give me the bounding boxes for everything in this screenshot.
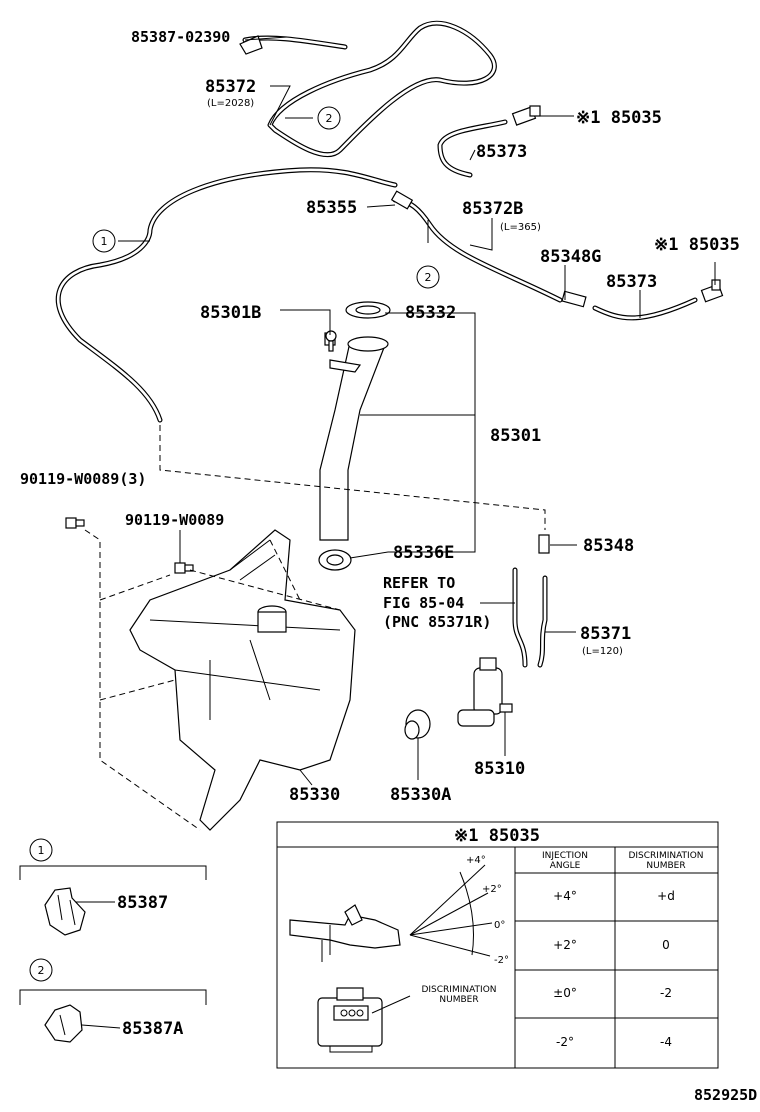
figure-code: 852925D: [694, 1086, 757, 1104]
callout-1-upper-label: 1: [101, 235, 108, 248]
grommet-85330A: [404, 709, 431, 740]
label-refer-line2: FIG 85-04: [383, 594, 464, 612]
detail-1: 1 85387: [19, 838, 207, 936]
grommet-85336E: [318, 549, 352, 571]
hose-joint-85355: [390, 190, 414, 210]
label-85348: 85348: [583, 536, 634, 556]
label-85330: 85330: [289, 785, 340, 805]
washer-nozzle-right: [700, 279, 724, 303]
washer-pump-85310: [457, 657, 513, 727]
label-85332: 85332: [405, 303, 456, 323]
label-85035-top: ※1 85035: [576, 108, 662, 128]
label-85373-top: 85373: [476, 142, 527, 162]
label-85373-right: 85373: [606, 272, 657, 292]
label-90119-W0089: 90119-W0089: [125, 511, 224, 529]
table-cell-angle: -2°: [556, 1035, 574, 1049]
nozzle-drawing: [289, 904, 401, 962]
label-85387A: 85387A: [122, 1019, 183, 1039]
nozzle-detail-box: ※1 85035 INJECTION ANGLE DISCRIMINATION …: [276, 821, 719, 1069]
callout-2-lower: 2: [416, 265, 440, 289]
table-cell-angle: +2°: [553, 938, 577, 952]
label-90119-W0089-3: 90119-W0089(3): [20, 470, 146, 488]
label-85371-length: (L=120): [582, 646, 623, 657]
label-85387-02390: 85387-02390: [131, 28, 230, 46]
angle-label-minus2: -2°: [494, 955, 509, 966]
label-85301: 85301: [490, 426, 541, 446]
label-85310: 85310: [474, 759, 525, 779]
label-85301B: 85301B: [200, 303, 261, 323]
detail-2-number: 2: [38, 964, 45, 977]
table-cell-number: -4: [660, 1035, 672, 1049]
detail-2: 2 85387A: [19, 958, 207, 1043]
table-header-angle-2: ANGLE: [550, 861, 581, 871]
label-85372: 85372: [205, 77, 256, 97]
table-cell-number: 0: [662, 938, 670, 952]
check-valve-85348G: [561, 290, 587, 308]
table-cell-number: +d: [657, 889, 675, 903]
washer-tank-85330: [129, 529, 356, 831]
connector-drawing: [317, 987, 383, 1053]
table-header-disc-2: NUMBER: [646, 861, 685, 871]
connector-label-2: NUMBER: [439, 995, 478, 1005]
label-refer-line1: REFER TO: [383, 574, 455, 592]
label-85330A: 85330A: [390, 785, 451, 805]
angle-label-plus2: +2°: [482, 884, 502, 895]
callout-2-upper: 2: [317, 106, 341, 130]
label-85372B: 85372B: [462, 199, 523, 219]
table-cell-angle: +4°: [553, 889, 577, 903]
spray-angle-rays: [409, 864, 493, 957]
bolt-90119-W0089: [174, 562, 194, 574]
label-85387: 85387: [117, 893, 168, 913]
angle-label-zero: 0°: [494, 920, 505, 931]
clamp-85387-02390: [239, 35, 263, 55]
table-header-disc-1: DISCRIMINATION: [628, 851, 703, 861]
label-85355: 85355: [306, 198, 357, 218]
callout-1-upper: 1: [92, 229, 116, 253]
washer-nozzle-top: [511, 105, 541, 126]
detail-1-number: 1: [38, 844, 45, 857]
clip-85301B: [325, 330, 337, 352]
check-valve-85348: [538, 534, 550, 554]
label-85372B-length: (L=365): [500, 222, 541, 233]
connector-label-1: DISCRIMINATION: [421, 985, 496, 995]
bolt-90119-W0089-3: [65, 517, 85, 529]
label-85348G: 85348G: [540, 247, 601, 267]
leader-lines: [72, 36, 716, 1029]
table-cell-number: -2: [660, 986, 672, 1000]
label-85035-right: ※1 85035: [654, 235, 740, 255]
label-85336E: 85336E: [393, 543, 454, 563]
hose-85371: [512, 567, 548, 668]
callout-2-lower-label: 2: [425, 271, 432, 284]
detail-box-title: ※1 85035: [454, 826, 540, 846]
label-85371: 85371: [580, 624, 631, 644]
callout-2-upper-label: 2: [326, 112, 333, 125]
connector-leader: [371, 995, 411, 1014]
table-header-angle-1: INJECTION: [542, 851, 588, 861]
label-refer-line3: (PNC 85371R): [383, 613, 491, 631]
dashed-guides: [84, 425, 546, 831]
table-cell-angle: ±0°: [553, 986, 577, 1000]
angle-label-plus4: +4°: [466, 855, 486, 866]
label-85372-length: (L=2028): [207, 98, 254, 109]
filler-pipe-85301: [319, 301, 391, 541]
